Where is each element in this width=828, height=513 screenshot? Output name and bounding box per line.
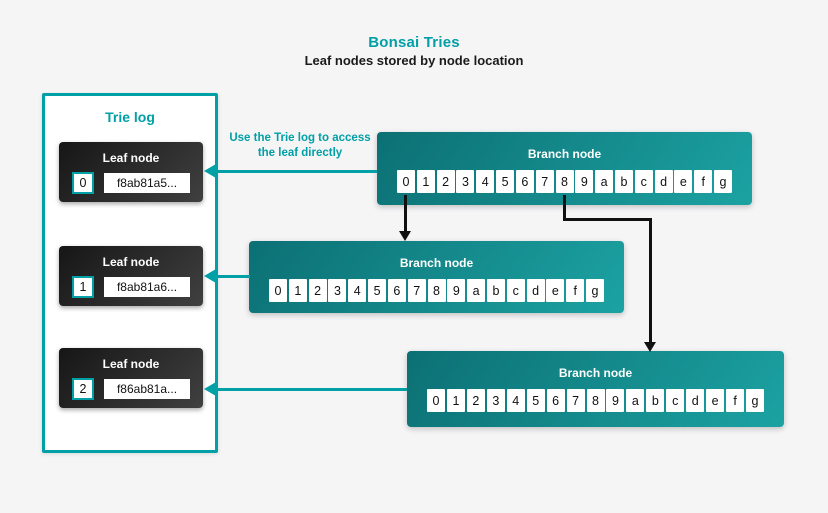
arrow-cell8-to-branch2-head-icon [644,342,656,352]
leaf-node-2: Leaf node 2 f86ab81a... [59,348,203,408]
diagram-subtitle: Leaf nodes stored by node location [304,53,524,68]
branch-cell: a [595,170,614,193]
branch-cell: 4 [348,279,367,302]
branch-cell: g [746,389,764,412]
arrow-branch1-to-leaf1-line [215,275,250,278]
arrow-branch1-to-leaf1-head-icon [204,269,216,283]
leaf-node-label: Leaf node [102,150,160,165]
branch-cell: 1 [446,389,465,412]
branch-cell: 2 [308,279,327,302]
branch-node-label: Branch node [558,366,633,380]
branch-cell: 8 [427,279,446,302]
arrow-cell0-to-branch1-head-icon [399,231,411,241]
branch-cell: 3 [328,279,347,302]
branch-cell: 3 [456,170,475,193]
branch-cell: 5 [368,279,387,302]
leaf-node-label: Leaf node [102,356,160,371]
branch-cell: 6 [515,170,534,193]
branch-cell: 6 [546,389,565,412]
leaf-index-box: 1 [72,275,94,298]
branch-cell: 4 [476,170,495,193]
branch-cell: 9 [447,279,466,302]
branch-cell: 0 [269,279,287,302]
branch-cell: d [654,170,673,193]
leaf-hash-box: f8ab81a6... [104,276,190,297]
leaf-node-row: 1 f8ab81a6... [59,275,203,298]
branch-cell: c [506,279,525,302]
arrow-cell0-to-branch1-line [404,195,407,231]
branch-cell: d [526,279,545,302]
branch-cell: 4 [506,389,525,412]
branch-node-label: Branch node [527,147,602,161]
branch-cell: 7 [566,389,585,412]
branch-cell: 3 [486,389,505,412]
branch-cell: 1 [288,279,307,302]
leaf-node-label: Leaf node [102,254,160,269]
leaf-node-1: Leaf node 1 f8ab81a6... [59,246,203,306]
leaf-node-row: 0 f8ab81a5... [59,171,203,194]
branch-cell: d [686,389,705,412]
leaf-node-0: Leaf node 0 f8ab81a5... [59,142,203,202]
annotation-text: Use the Trie log to access the leaf dire… [229,132,371,159]
arrow-branch2-to-leaf2-line [215,388,407,391]
branch-cell: e [546,279,565,302]
leaf-index-box: 0 [72,171,94,194]
branch-cell: a [626,389,645,412]
branch-cell: 9 [606,389,625,412]
branch-cell: 6 [387,279,406,302]
leaf-hash-box: f8ab81a5... [104,172,190,193]
branch-cell: g [714,170,732,193]
branch-cell: c [634,170,653,193]
branch-cell: e [706,389,725,412]
branch-cell: a [467,279,486,302]
branch-cell: 7 [535,170,554,193]
branch-cell: 1 [416,170,435,193]
branch-cell: g [586,279,604,302]
trie-log-title: Trie log [105,109,155,125]
arrow-cell8-to-branch2-segment-right [563,218,652,221]
branch-cell: 5 [496,170,515,193]
leaf-index-box: 2 [72,377,94,400]
leaf-hash-box: f86ab81a... [104,378,190,399]
diagram-title: Bonsai Tries [368,34,460,51]
branch-cell: c [666,389,685,412]
branch-cell: 8 [555,170,574,193]
branch-cell: 8 [586,389,605,412]
branch-cell: 2 [466,389,485,412]
arrow-branch2-to-leaf2-head-icon [204,382,216,396]
branch-cell: e [674,170,693,193]
arrow-branch0-to-leaf0-line [215,170,377,173]
branch-cell: b [646,389,665,412]
branch-cell: b [614,170,633,193]
branch-cell: 0 [427,389,445,412]
arrow-cell8-to-branch2-segment-down2 [649,218,652,343]
branch-cell: f [694,170,713,193]
arrow-cell8-to-branch2-segment-down [563,195,566,221]
branch-cell: f [566,279,585,302]
arrow-branch0-to-leaf0-head-icon [204,164,216,178]
branch-cell: 5 [526,389,545,412]
branch-cell: 7 [407,279,426,302]
branch-cell: f [726,389,745,412]
leaf-node-row: 2 f86ab81a... [59,377,203,400]
branch-cell: 2 [436,170,455,193]
branch-cell: 0 [397,170,415,193]
branch-node-label: Branch node [399,256,474,270]
branch-cell: 9 [575,170,594,193]
branch-cell: b [486,279,505,302]
